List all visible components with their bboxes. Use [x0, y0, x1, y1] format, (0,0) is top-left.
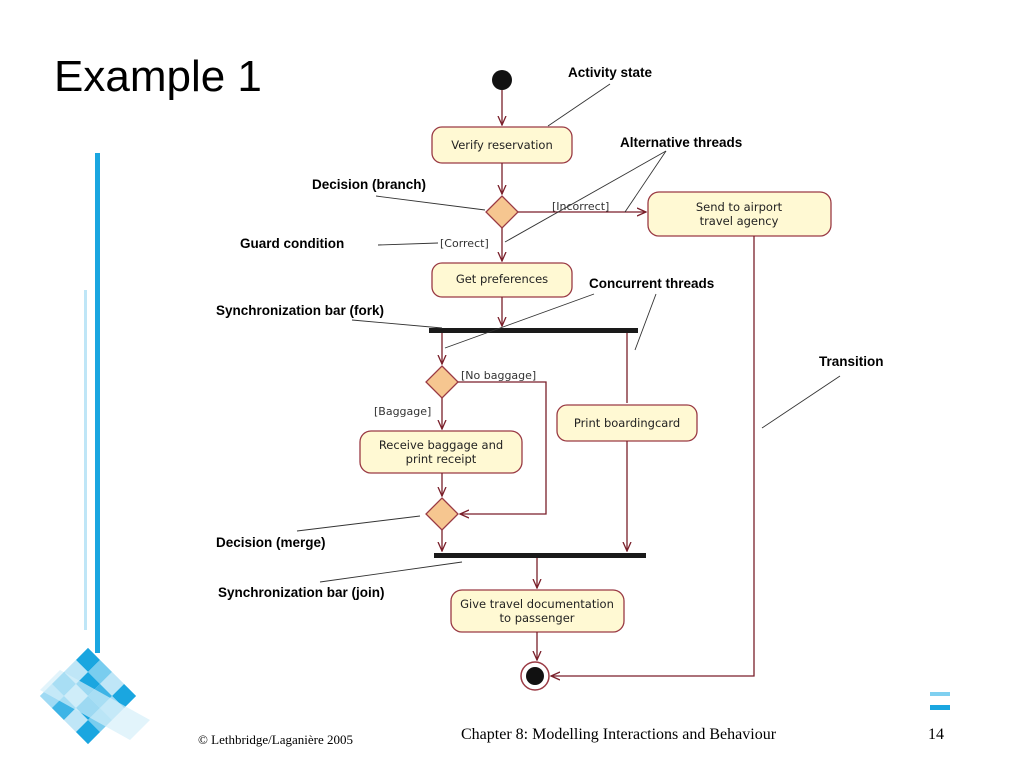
activity-receive-baggage: Receive baggage and print receipt	[359, 430, 523, 474]
activity-receive-label-2: print receipt	[406, 452, 477, 466]
activity-give-label-2: to passenger	[500, 611, 575, 625]
annotation-decision-branch: Decision (branch)	[312, 177, 426, 192]
activity-verify-reservation: Verify reservation	[431, 126, 573, 164]
activity-prefs-label: Get preferences	[456, 272, 548, 286]
footer-chapter-title: Chapter 8: Modelling Interactions and Be…	[461, 726, 777, 743]
activity-print-label: Print boardingcard	[574, 416, 680, 430]
accent-bar-main	[95, 153, 100, 653]
annotation-sync-join: Synchronization bar (join)	[218, 585, 385, 600]
guard-baggage: [Baggage]	[374, 405, 431, 418]
transitions	[442, 90, 755, 676]
initial-node	[492, 70, 512, 90]
decision-branch-baggage	[425, 365, 459, 399]
activity-verify-label: Verify reservation	[451, 138, 553, 152]
activity-send-to-airport: Send to airport travel agency	[647, 191, 832, 237]
decision-branch-correct	[485, 195, 519, 229]
sync-bar-join	[434, 553, 646, 558]
accent-bar-thin	[84, 290, 87, 630]
guard-correct: [Correct]	[440, 237, 489, 250]
activity-give-documentation: Give travel documentation to passenger	[450, 589, 625, 633]
final-node	[520, 661, 550, 691]
activity-give-label-1: Give travel documentation	[460, 597, 614, 611]
footer-copyright: © Lethbridge/Laganière 2005	[198, 732, 353, 747]
activity-send-label-1: Send to airport	[696, 200, 783, 214]
page-number: 14	[928, 726, 944, 743]
annotation-activity-state: Activity state	[568, 65, 653, 80]
activity-print-boardingcard: Print boardingcard	[556, 404, 698, 442]
annotation-alternative-threads: Alternative threads	[620, 135, 742, 150]
annotation-sync-fork: Synchronization bar (fork)	[216, 303, 384, 318]
activity-get-preferences: Get preferences	[431, 262, 573, 298]
activity-send-label-2: travel agency	[700, 214, 779, 228]
annotation-guard-condition: Guard condition	[240, 236, 344, 251]
activity-receive-label-1: Receive baggage and	[379, 438, 503, 452]
accent-bar-right-bottom	[930, 705, 950, 710]
annotation-transition: Transition	[819, 354, 884, 369]
guard-no-baggage: [No baggage]	[461, 369, 536, 382]
accent-bar-right-top	[930, 692, 950, 696]
annotation-decision-merge: Decision (merge)	[216, 535, 326, 550]
annotation-leaders	[296, 83, 841, 583]
mosaic-tail	[40, 670, 150, 740]
slide-title: Example 1	[54, 52, 262, 101]
guard-incorrect: [Incorrect]	[552, 200, 609, 213]
decision-merge	[425, 497, 459, 531]
sync-bar-fork	[429, 328, 638, 333]
annotation-concurrent-threads: Concurrent threads	[589, 276, 714, 291]
